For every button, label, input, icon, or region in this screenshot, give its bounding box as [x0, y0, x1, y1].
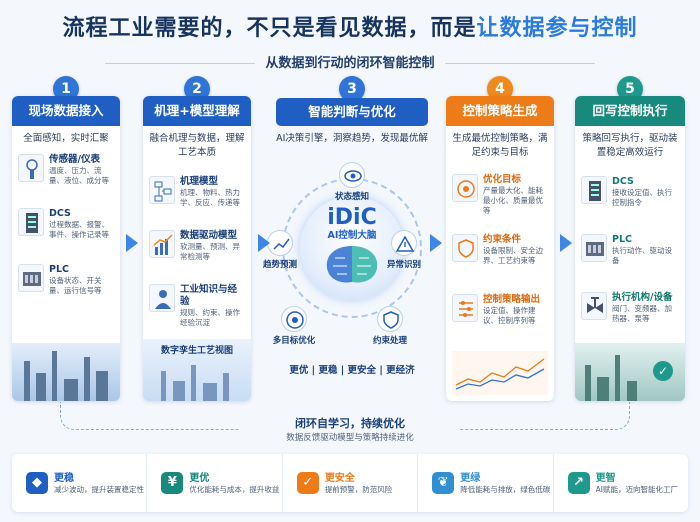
benefit-stable: ◆ 更稳减少波动，提升装置稳定性 — [12, 454, 148, 512]
flowchart-icon — [149, 176, 175, 204]
step-2-desc: 融合机理与数据，理解工艺本质 — [149, 133, 245, 158]
eye-icon — [339, 162, 365, 188]
page-subtitle: 从数据到行动的闭环智能控制 — [0, 52, 700, 71]
trend-chart-illustration — [452, 351, 548, 395]
trend-icon: ↗ — [567, 472, 590, 494]
step-1-desc: 全面感知，实时汇聚 — [23, 133, 109, 144]
plc-icon — [18, 264, 44, 292]
people-icon — [149, 284, 175, 312]
shield-icon — [452, 234, 478, 262]
arrow-3-4 — [430, 234, 442, 252]
page-title: 流程工业需要的，不只是看见数据，而是让数据参与控制 — [62, 16, 638, 41]
step-4-item-constraints: 约束条件设备限制、安全边界、工艺约束等 — [452, 234, 548, 266]
server-icon — [18, 208, 44, 236]
node-anomaly-detection: 异常识别 — [374, 230, 434, 270]
step-2-title: 机理+模型理解 — [143, 96, 251, 126]
step-5-desc: 策略回写执行，驱动装置稳定高效运行 — [582, 133, 678, 158]
step-2-card: 机理+模型理解 融合机理与数据，理解工艺本质 机理模型机理、物料、热力学、反应、… — [143, 96, 251, 401]
arrow-2-3 — [258, 234, 270, 252]
shield-icon: ◆ — [26, 472, 48, 494]
step-3-number: 3 — [339, 76, 365, 102]
ai-brain: iDiC AI控制大脑 — [300, 196, 404, 300]
step-2-item-data-model: 数据驱动模型软测量、预测、异常检测等 — [149, 230, 245, 262]
shield-icon — [377, 306, 403, 332]
benefit-optimal: ¥ 更优优化能耗与成本，提升收益 — [147, 454, 283, 512]
step-4-item-output: 控制策略输出设定值、操作建议、控制序列等 — [452, 294, 548, 326]
benefit-safe: ✓ 更安全提前预警，防范风险 — [283, 454, 419, 512]
node-state-sensing: 状态感知 — [322, 162, 382, 202]
step-1-item-sensor: 传感器/仪表温度、压力、流量、液位、成分等 — [18, 154, 114, 186]
step-1-title: 现场数据接入 — [12, 96, 120, 126]
step-4-item-goal: 优化目标产量最大化、能耗最小化、质量最优等 — [452, 174, 548, 216]
target-icon — [452, 174, 478, 202]
brand-logo: iDiC — [327, 205, 377, 230]
output-icon — [452, 294, 478, 322]
server-icon — [581, 176, 607, 204]
benefit-green: ❦ 更绿降低能耗与排放，绿色低碳 — [418, 454, 554, 512]
sensor-icon — [18, 154, 44, 182]
digital-twin-view: 数字孪生工艺视图 — [143, 339, 251, 401]
check-icon: ✓ — [653, 361, 673, 381]
arrow-1-2 — [126, 234, 138, 252]
step-4-title: 控制策略生成 — [446, 96, 554, 126]
node-constraint-handling: 约束处理 — [360, 306, 420, 346]
plant-illustration — [12, 343, 120, 401]
step-5-title: 回写控制执行 — [575, 96, 685, 126]
node-multi-objective: 多目标优化 — [264, 306, 324, 346]
benefits-bar: ◆ 更稳减少波动，提升装置稳定性 ¥ 更优优化能耗与成本，提升收益 ✓ 更安全提… — [12, 454, 688, 512]
feedback-loop: 闭环自学习，持续优化 数据反馈驱动模型与策略持续进化 — [240, 416, 460, 450]
target-icon — [281, 306, 307, 332]
step-4-card: 控制策略生成 生成最优控制策略，满足约束与目标 优化目标产量最大化、能耗最小化、… — [446, 96, 554, 401]
check-shield-icon: ✓ — [296, 472, 319, 494]
step-3-title: 智能判断与优化 — [276, 98, 428, 126]
step-5-item-actuator: 执行机构/设备阀门、变频器、加热器、泵等 — [581, 292, 679, 324]
step-1-card: 现场数据接入 全面感知，实时汇聚 传感器/仪表温度、压力、流量、液位、成分等 D… — [12, 96, 120, 401]
step-2-item-knowledge: 工业知识与经验规则、约束、操作经验沉淀 — [149, 284, 245, 328]
step-4-desc: 生成最优控制策略，满足约束与目标 — [452, 133, 548, 158]
warning-icon — [391, 230, 417, 256]
valve-icon — [581, 292, 607, 320]
plc-icon — [581, 234, 607, 262]
step-3-desc: AI决策引擎，洞察趋势，发现最优解 — [276, 133, 428, 144]
leaf-icon: ❦ — [432, 472, 455, 494]
yen-icon: ¥ — [161, 472, 184, 494]
arrow-4-5 — [560, 234, 572, 252]
chart-icon — [149, 230, 175, 258]
ai-benefits: 更优 | 更稳 | 更安全 | 更经济 — [289, 365, 415, 376]
brain-icon — [326, 246, 378, 283]
step-2-item-mechanism: 机理模型机理、物料、热力学、反应、传递等 — [149, 176, 245, 208]
plant-illustration: ✓ — [575, 343, 685, 401]
trend-icon — [267, 230, 293, 256]
